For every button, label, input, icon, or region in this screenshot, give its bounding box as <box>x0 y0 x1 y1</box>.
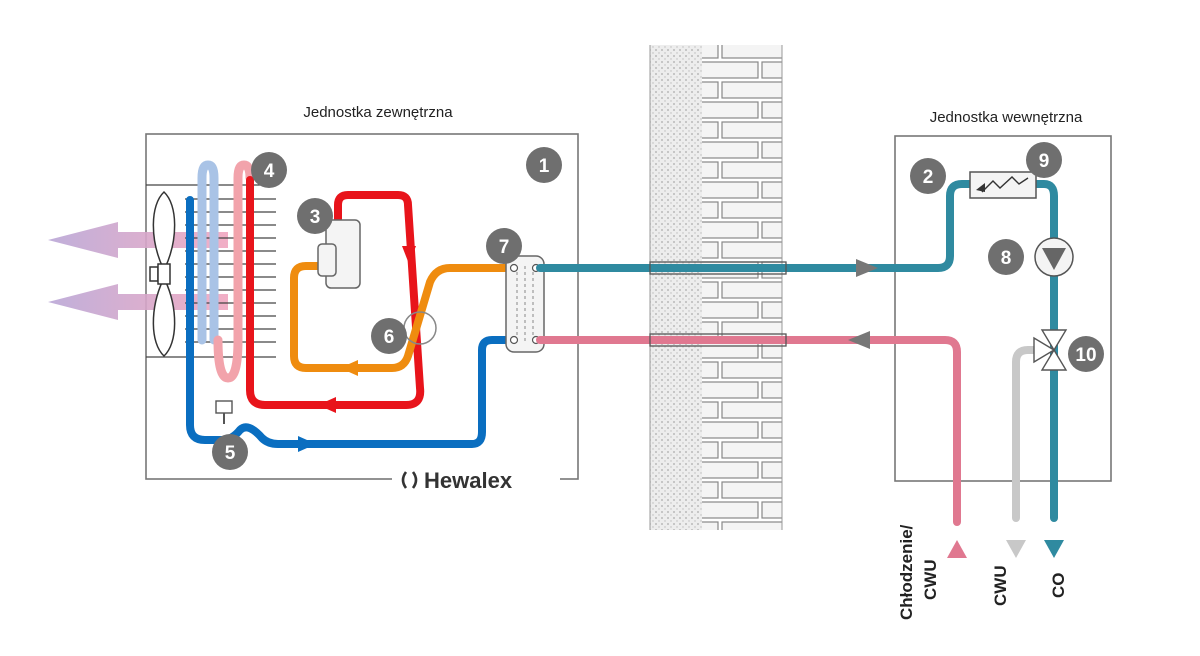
cooling-dhw-label-line2: CWU <box>921 559 940 600</box>
brand-logo: Hewalex <box>401 468 513 493</box>
flow-arrow-icon <box>848 331 870 349</box>
electric-heater-icon <box>969 171 1037 199</box>
wall-pipe-sleeve-top <box>649 261 787 275</box>
heating-output-label: CO <box>1049 573 1068 599</box>
flow-arrow-icon <box>402 246 416 264</box>
flow-arrow-icon <box>340 360 358 376</box>
air-flow-arrow-top <box>48 222 228 258</box>
svg-text:6: 6 <box>384 327 395 348</box>
marker-1: 1 <box>526 147 562 183</box>
building-wall <box>649 45 783 530</box>
flow-arrow-icon <box>318 397 336 413</box>
svg-text:8: 8 <box>1001 248 1012 269</box>
svg-text:2: 2 <box>923 167 934 188</box>
hot-refrigerant-line <box>246 176 425 409</box>
wall-pipe-sleeve-bottom <box>649 333 787 347</box>
svg-text:3: 3 <box>310 207 321 228</box>
heating-supply-line <box>536 180 976 272</box>
brand-name: Hewalex <box>424 468 513 493</box>
dhw-line <box>1012 346 1044 522</box>
dhw-output-label: CWU <box>991 565 1010 606</box>
marker-6: 6 <box>371 318 407 354</box>
marker-3: 3 <box>297 198 333 234</box>
return-water-line <box>536 336 961 526</box>
marker-7: 7 <box>486 228 522 264</box>
indoor-unit-box <box>894 135 1112 482</box>
circulation-pump-icon <box>1034 237 1074 277</box>
compressor-icon <box>317 219 361 289</box>
heating-outlet-line <box>1032 180 1058 522</box>
cooling-dhw-output-arrow <box>947 540 967 558</box>
svg-text:7: 7 <box>499 237 510 258</box>
flow-arrow-icon <box>856 259 878 277</box>
three-way-valve-icon <box>1033 329 1068 371</box>
cold-refrigerant-line <box>186 196 516 448</box>
marker-9: 9 <box>1026 142 1062 178</box>
dhw-output-arrow <box>1006 540 1026 558</box>
svg-text:5: 5 <box>225 443 236 464</box>
marker-10: 10 <box>1068 336 1104 372</box>
marker-5: 5 <box>212 434 248 470</box>
indoor-unit-label: Jednostka wewnętrzna <box>930 109 1083 126</box>
filter-dryer-icon <box>215 400 233 424</box>
marker-8: 8 <box>988 239 1024 275</box>
flow-arrow-icon <box>298 436 316 452</box>
svg-text:9: 9 <box>1039 151 1050 172</box>
coil-tube-cold <box>197 160 219 345</box>
marker-4: 4 <box>251 152 287 188</box>
wall-insulation <box>650 45 702 530</box>
cooling-dhw-label-line1: Chłodzenie/ <box>897 524 916 620</box>
svg-text:4: 4 <box>264 161 275 182</box>
air-flow-arrows <box>48 222 228 320</box>
coil-tube-warm <box>213 160 255 383</box>
marker-2: 2 <box>910 158 946 194</box>
air-flow-arrow-bottom <box>48 284 228 320</box>
outdoor-unit-label: Jednostka zewnętrzna <box>303 104 453 121</box>
fan-icon <box>149 190 176 358</box>
wall-bricks <box>702 45 782 530</box>
svg-text:10: 10 <box>1075 345 1096 366</box>
svg-text:1: 1 <box>539 156 550 177</box>
heating-output-arrow <box>1044 540 1064 558</box>
